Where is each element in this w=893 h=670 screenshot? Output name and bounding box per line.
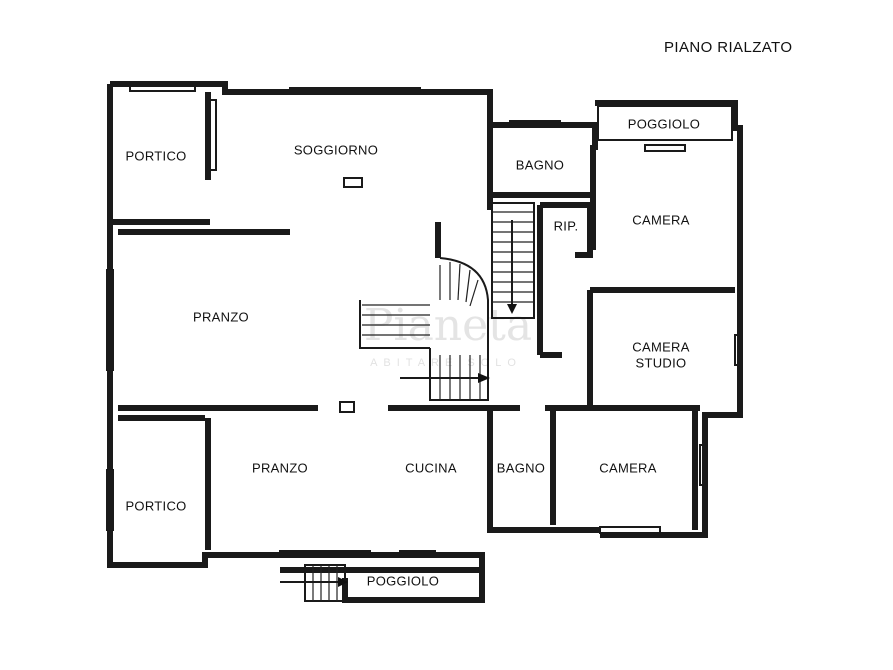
room-label-bagno-bottom: BAGNO [497, 460, 545, 475]
entry-stair [280, 564, 348, 602]
room-label-rip: RIP. [554, 218, 579, 233]
room-label-camera-studio-line2: STUDIO [636, 355, 687, 370]
room-label-soggiorno: SOGGIORNO [294, 142, 378, 157]
room-label-poggiolo-top: POGGIOLO [628, 116, 700, 131]
room-labels: PORTICO SOGGIORNO BAGNO POGGIOLO RIP. CA… [125, 116, 700, 588]
room-label-portico-bottom: PORTICO [125, 498, 186, 513]
room-label-pranzo-bottom: PRANZO [252, 460, 308, 475]
room-label-portico-top: PORTICO [125, 148, 186, 163]
windows [106, 85, 742, 558]
room-label-cucina: CUCINA [405, 460, 457, 475]
room-label-camera-bottom: CAMERA [599, 460, 656, 475]
plan-title: PIANO RIALZATO [664, 39, 792, 56]
room-label-pranzo-left: PRANZO [193, 309, 249, 324]
room-label-bagno-top: BAGNO [516, 157, 564, 172]
room-label-poggiolo-bottom: POGGIOLO [367, 573, 439, 588]
main-stair [362, 202, 535, 401]
interior-walls [110, 92, 735, 550]
room-label-camera-studio-line1: CAMERA [632, 339, 689, 354]
watermark-tagline: ABITARE SOLO [370, 357, 522, 369]
room-label-camera-top: CAMERA [632, 212, 689, 227]
